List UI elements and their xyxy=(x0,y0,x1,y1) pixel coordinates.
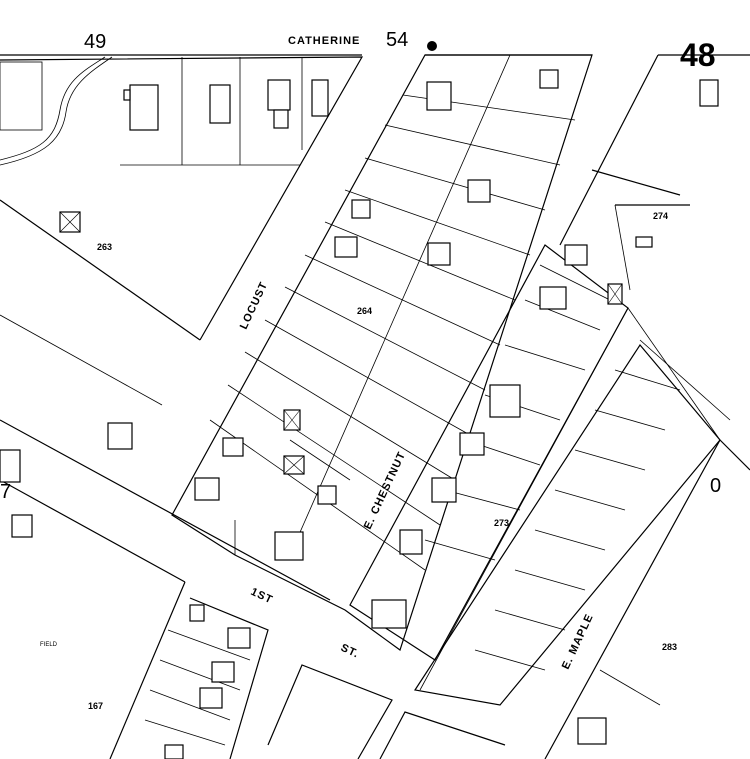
block-number-263: 263 xyxy=(97,242,112,252)
block-167-outline xyxy=(0,419,331,759)
sheet-number-54: 54 xyxy=(386,29,408,51)
block-263-outline xyxy=(0,54,364,406)
sheet-number-49: 49 xyxy=(84,31,106,53)
sheet-number-48: 48 xyxy=(680,37,716,73)
block-number-167: 167 xyxy=(88,701,103,711)
bottom-center-blocks xyxy=(267,664,506,759)
street-catherine: CATHERINE xyxy=(288,35,360,47)
block-number-273: 273 xyxy=(494,518,509,528)
sheet-number-0: 0 xyxy=(710,475,721,497)
block-number-283: 283 xyxy=(662,642,677,652)
sheet-number-7: 7 xyxy=(0,481,11,503)
block-273-buildings xyxy=(371,244,623,629)
block-number-264: 264 xyxy=(357,306,372,316)
catherine-street-lines xyxy=(425,41,750,471)
block-number-274: 274 xyxy=(653,211,668,221)
block-283-outline xyxy=(414,343,721,759)
field-note: FIELD xyxy=(40,642,58,648)
block-274-outline xyxy=(559,54,731,441)
block-263-buildings xyxy=(59,79,329,450)
block-264-outline xyxy=(171,54,593,651)
block-264-buildings xyxy=(194,69,559,561)
